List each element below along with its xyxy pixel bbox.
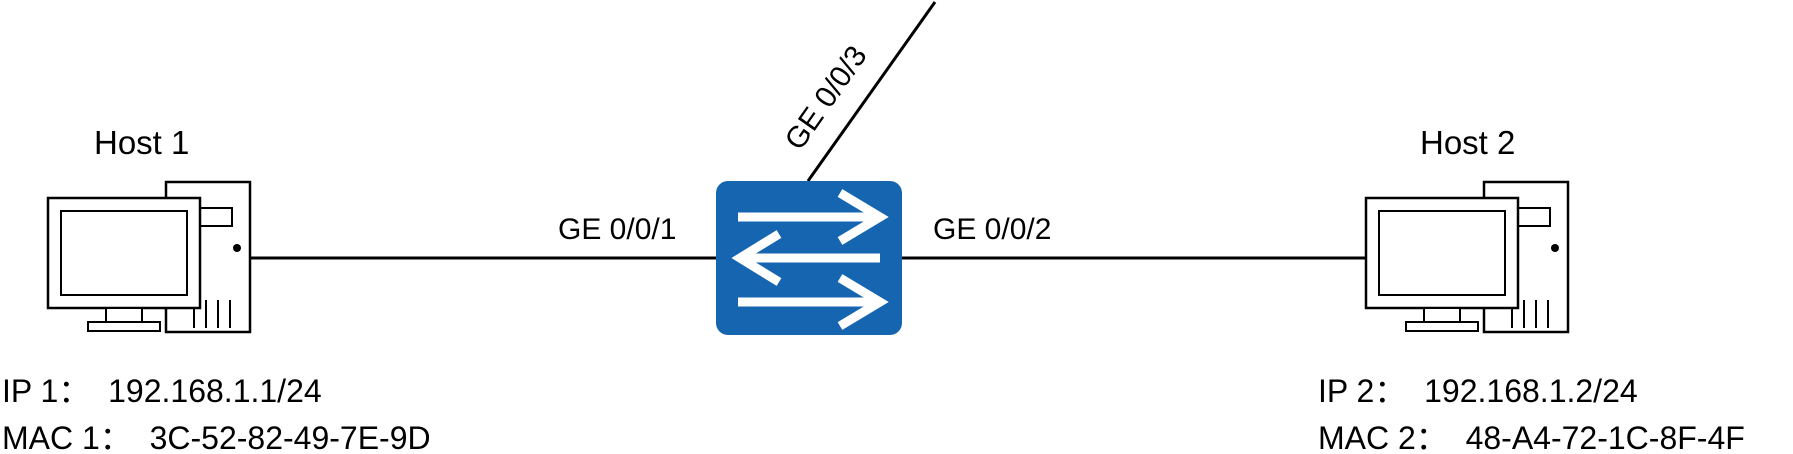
port-label-uplink: GE 0/0/3 xyxy=(779,40,874,156)
desktop-computer-icon xyxy=(46,180,252,334)
port-label-left: GE 0/0/1 xyxy=(558,213,676,246)
host1-ip: IP 1： 192.168.1.1/24 xyxy=(2,373,322,409)
host2-mac: MAC 2： 48-A4-72-1C-8F-4F xyxy=(1318,420,1745,454)
link-uplink xyxy=(806,1,937,182)
network-switch-icon xyxy=(716,181,902,335)
port-label-right: GE 0/0/2 xyxy=(933,213,1051,246)
host2-ip: IP 2： 192.168.1.2/24 xyxy=(1318,373,1638,409)
host1-title: Host 1 xyxy=(94,124,189,161)
desktop-computer-icon xyxy=(1364,180,1570,334)
host1-mac: MAC 1： 3C-52-82-49-7E-9D xyxy=(2,420,431,454)
host2-title: Host 2 xyxy=(1420,124,1515,161)
